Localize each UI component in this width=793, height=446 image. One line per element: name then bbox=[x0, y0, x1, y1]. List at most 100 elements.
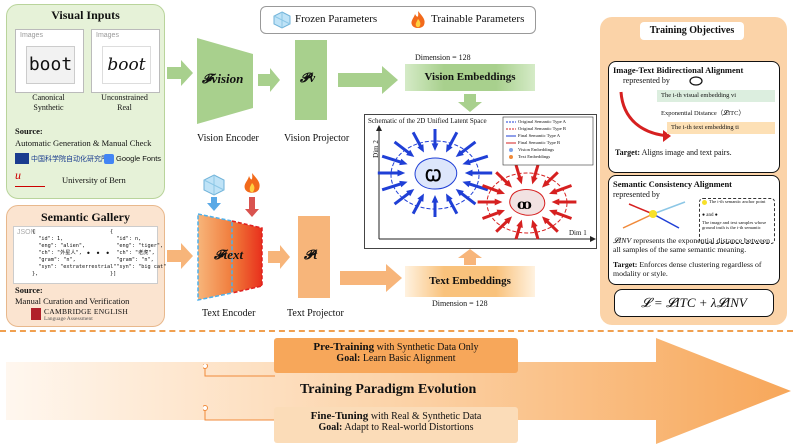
text-encoder-to-projector-arrow bbox=[268, 245, 290, 269]
training-objectives-panel: Training Objectives Image-Text Bidirecti… bbox=[600, 17, 787, 325]
convergence-arrow bbox=[381, 181, 405, 192]
finetuning-box: Fine-Tuning with Real & Synthetic Data G… bbox=[274, 407, 518, 443]
convergence-arrowhead bbox=[516, 219, 523, 228]
cas-logo-text: 中国科学院自动化研究所 bbox=[31, 155, 108, 163]
text-encoder-label: Text Encoder bbox=[202, 308, 256, 319]
total-loss-box: 𝓛 = 𝓛ITC + λ𝓛INV bbox=[614, 289, 774, 317]
parameter-legend: Frozen Parameters Trainable Parameters bbox=[260, 6, 536, 34]
text-projector-symbol: 𝓟t bbox=[304, 247, 317, 262]
projector-to-embedding-arrow bbox=[338, 66, 398, 94]
paradigm-connector-lines bbox=[203, 364, 275, 421]
frozen-ice-icon bbox=[273, 11, 291, 29]
text-embeddings-bar: Text Embeddings bbox=[405, 266, 535, 297]
semantic-gallery-panel: Semantic Gallery JSON { "id": 1, "eng": … bbox=[6, 205, 166, 327]
encoder-to-projector-arrow bbox=[258, 68, 280, 92]
anchor-legend-box: The i-th semantic anchor point ● and ● T… bbox=[699, 198, 775, 244]
itc-box: Image-Text Bidirectional Alignment repre… bbox=[608, 61, 780, 173]
input-to-vision-arrow bbox=[167, 60, 193, 86]
latent-space-title: Schematic of the 2D Unified Latent Space bbox=[368, 117, 487, 125]
trainable-fire-icon bbox=[411, 11, 425, 28]
convergence-arrowhead bbox=[417, 193, 424, 202]
convergence-arrowhead bbox=[397, 169, 406, 177]
visual-source-text: Automatic Generation & Manual Check bbox=[15, 138, 152, 148]
latent-space-panel: Schematic of the 2D Unified Latent Space… bbox=[364, 114, 597, 249]
convergence-arrowhead bbox=[446, 144, 453, 153]
convergence-arrowhead bbox=[406, 188, 415, 197]
convergence-arrowhead bbox=[399, 158, 408, 166]
trainable-label: Trainable Parameters bbox=[431, 13, 525, 25]
google-fonts-icon bbox=[104, 154, 114, 164]
vision-encoder-symbol: 𝓕vision bbox=[202, 71, 244, 86]
convergence-arrowhead bbox=[462, 158, 471, 166]
json-entry-last: { "id": n, "eng": "tiger", "ch": "老虎", "… bbox=[110, 229, 167, 277]
text-frozen-ice-icon bbox=[203, 174, 225, 196]
gallery-source-label: Source: bbox=[15, 285, 43, 295]
frozen-label: Frozen Parameters bbox=[295, 13, 378, 25]
text-projector-label: Text Projector bbox=[287, 308, 344, 319]
text-encoder-block bbox=[197, 213, 263, 301]
vision-projector-symbol: 𝓟v bbox=[300, 70, 316, 85]
convergence-arrowhead bbox=[455, 188, 464, 197]
semantic-gallery-title: Semantic Gallery bbox=[41, 210, 130, 224]
gallery-source-text: Manual Curation and Verification bbox=[15, 296, 130, 306]
convergence-arrowhead bbox=[462, 180, 471, 188]
vision-to-space-arrow bbox=[458, 94, 482, 112]
vision-dim-label: Dimension = 128 bbox=[415, 53, 471, 62]
json-ellipsis: • • • bbox=[86, 249, 111, 258]
synthetic-image-card: Images boot bbox=[15, 29, 84, 93]
convergence-arrowhead bbox=[496, 209, 505, 216]
google-fonts-text: Google Fonts bbox=[116, 154, 162, 163]
convergence-arrowhead bbox=[417, 144, 424, 153]
svg-text:Ꞷ: Ꞷ bbox=[425, 166, 441, 185]
cambridge-shield-icon bbox=[31, 308, 41, 320]
convergence-arrowhead bbox=[551, 198, 560, 206]
vision-projector-label: Vision Projector bbox=[284, 133, 350, 144]
svg-text:ꝏ: ꝏ bbox=[517, 197, 532, 213]
text-encoder-symbol: 𝓕text bbox=[214, 247, 244, 262]
latent-legend-item: Original Semantic Type B bbox=[518, 126, 566, 131]
visual-inputs-title: Visual Inputs bbox=[51, 8, 120, 22]
json-entry-first: { "id": 1, "eng": "alien", "ch": "外星人", … bbox=[32, 229, 117, 277]
convergence-arrowhead bbox=[504, 216, 513, 225]
dim1-label: Dim 1 bbox=[569, 229, 587, 237]
text-projector-block bbox=[298, 216, 330, 298]
section-divider bbox=[0, 330, 793, 332]
visual-embedding-box: The i-th visual embedding vi bbox=[657, 90, 775, 102]
convergence-arrow bbox=[465, 154, 489, 165]
inv-box: Semantic Consistency Alignment represent… bbox=[608, 175, 780, 285]
frozen-down-arrow bbox=[207, 197, 221, 211]
vision-projector-block bbox=[295, 40, 327, 120]
objectives-title: Training Objectives bbox=[640, 22, 744, 40]
convergence-arrowhead bbox=[549, 188, 558, 195]
convergence-arrowhead bbox=[494, 198, 503, 206]
alignment-curve-icon bbox=[619, 91, 671, 142]
text-trainable-fire-icon bbox=[244, 173, 260, 193]
cambridge-logo-sub: Language Assessment bbox=[44, 316, 93, 322]
convergence-arrowhead bbox=[431, 143, 439, 151]
text-to-space-arrow bbox=[458, 249, 482, 265]
latent-legend-item: Final Semantic Type B bbox=[518, 140, 561, 145]
gallery-to-text-arrow bbox=[167, 243, 193, 269]
convergence-arrowhead bbox=[464, 169, 473, 177]
bern-logo-text: University of Bern bbox=[62, 175, 126, 185]
real-image-card: Images boot bbox=[91, 29, 160, 93]
convergence-arrowhead bbox=[516, 176, 523, 185]
latent-space-plot: Ꞷ ꝏ bbox=[376, 116, 596, 242]
text-dim-label: Dimension = 128 bbox=[432, 299, 488, 308]
latent-legend-item: Final Semantic Type A bbox=[518, 133, 561, 138]
cambridge-logo-text: CAMBRIDGE ENGLISH bbox=[44, 307, 129, 316]
paradigm-arrow bbox=[6, 338, 791, 444]
inv-represented-by: represented by bbox=[613, 190, 660, 199]
text-embedding-box: The i-th text embedding ti bbox=[667, 122, 775, 134]
real-word-image: boot bbox=[102, 46, 151, 84]
vision-embeddings-bar: Vision Embeddings bbox=[405, 64, 535, 91]
convergence-arrowhead bbox=[399, 180, 408, 188]
trainable-down-arrow bbox=[245, 197, 259, 217]
bidirectional-icon bbox=[689, 76, 703, 86]
convergence-arrowhead bbox=[406, 149, 415, 158]
convergence-arrowhead bbox=[541, 216, 550, 225]
json-card: JSON { "id": 1, "eng": "alien", "ch": "外… bbox=[13, 226, 166, 284]
